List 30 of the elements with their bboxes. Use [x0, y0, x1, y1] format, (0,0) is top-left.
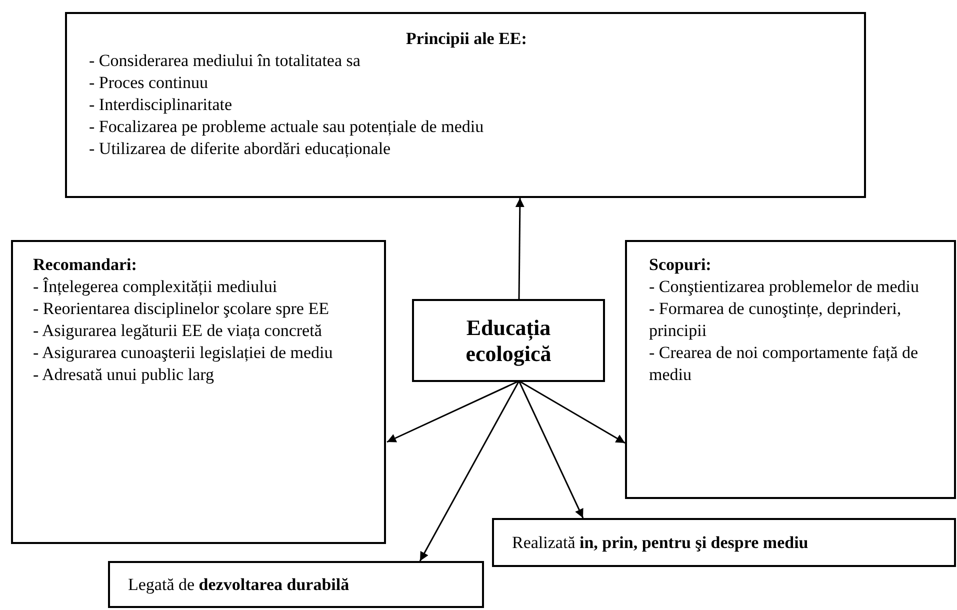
list-item: - Conştientizarea problemelor de mediu	[649, 276, 920, 298]
list-item: - Considerarea mediului în totalitatea sa	[89, 50, 362, 72]
text-box	[108, 561, 484, 608]
list-item: - Asigurarea legăturii EE de viața concretă	[33, 320, 323, 342]
arrow	[419, 380, 520, 562]
text-box	[492, 518, 956, 567]
text-box	[625, 240, 956, 499]
arrow	[515, 198, 524, 299]
list-item: - Interdisciplinaritate	[89, 94, 234, 116]
box-heading: Principii ale EE:	[405, 28, 528, 50]
list-item: - Crearea de noi comportamente față de mediu	[649, 342, 920, 386]
list-item: - Formarea de cunoştințe, deprinderi, principii	[649, 298, 902, 342]
list-item: - Proces continuu	[89, 72, 209, 94]
list-item: - Asigurarea cunoaşterii legislației de mediu	[33, 342, 334, 364]
arrow	[518, 380, 626, 444]
list-item: - Focalizarea pe probleme actuale sau potențiale de mediu	[89, 116, 485, 138]
box-heading: Recomandari:	[33, 254, 138, 276]
list-item: - Adresată unui public larg	[33, 364, 215, 386]
arrow	[518, 380, 584, 518]
node-text: Realizată in, prin, pentru şi despre mediu	[512, 532, 808, 554]
arrow	[386, 380, 520, 443]
list-item: - Înțelegerea complexității mediului	[33, 276, 278, 298]
text-box	[11, 240, 386, 544]
text-box	[65, 12, 866, 198]
node-text: Legată de dezvoltarea durabilă	[128, 574, 350, 596]
list-item: - Utilizarea de diferite abordări educaționale	[89, 138, 392, 160]
node-title: Educația ecologică	[464, 314, 552, 366]
box-heading: Scopuri:	[649, 254, 712, 276]
text-box	[412, 299, 605, 382]
list-item: - Reorientarea disciplinelor şcolare spre EE	[33, 298, 330, 320]
